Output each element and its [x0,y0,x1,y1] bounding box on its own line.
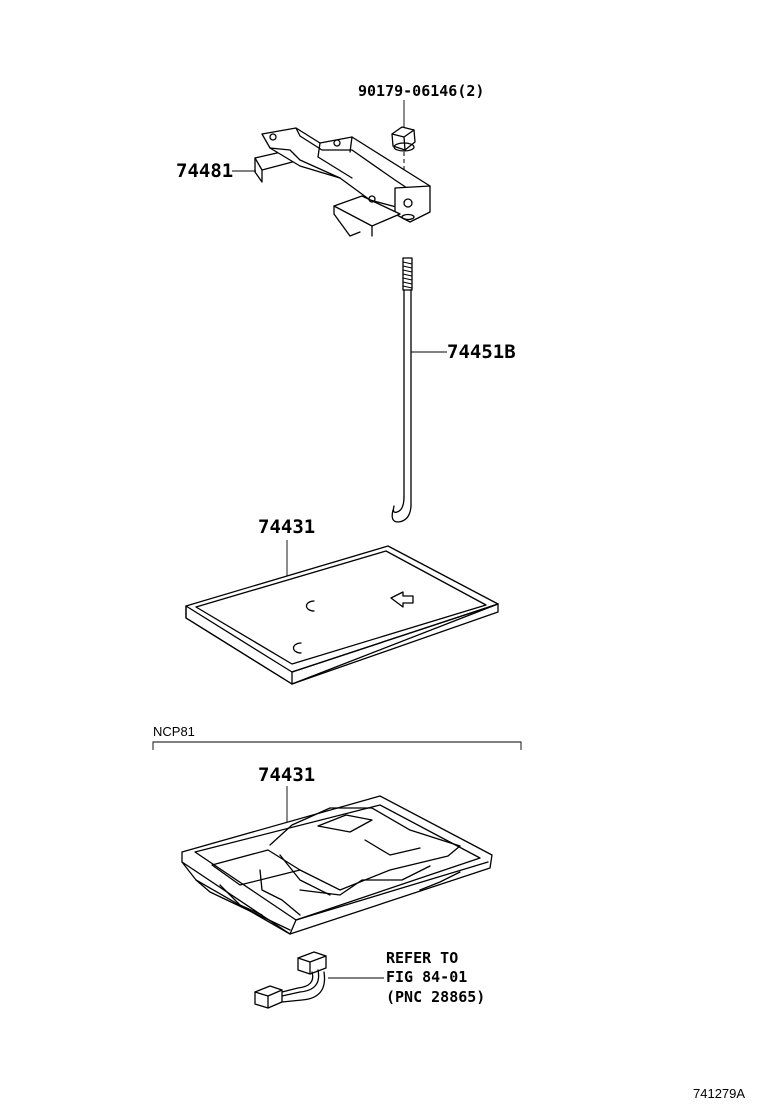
refer-text-line3: (PNC 28865) [386,988,485,1006]
bolt-part-number: 74451B [447,341,516,363]
wire-harness-connector[interactable] [254,951,384,1009]
nut-part-number: 90179-06146(2) [358,82,484,100]
section-label: NCP81 [153,724,195,739]
refer-text-line1: REFER TO [386,949,458,967]
clamp-part[interactable] [232,127,431,237]
clamp-part-number: 74481 [176,160,233,182]
refer-text-line2: FIG 84-01 [386,968,467,986]
battery-tray-flat[interactable] [185,540,499,685]
hook-bolt-part[interactable] [391,257,447,523]
nut-part[interactable] [391,100,416,212]
section-bracket [152,741,522,750]
figure-id: 741279A [693,1086,745,1101]
battery-tray-molded[interactable] [181,786,493,935]
tray-upper-part-number: 74431 [258,516,315,538]
tray-lower-part-number: 74431 [258,764,315,786]
